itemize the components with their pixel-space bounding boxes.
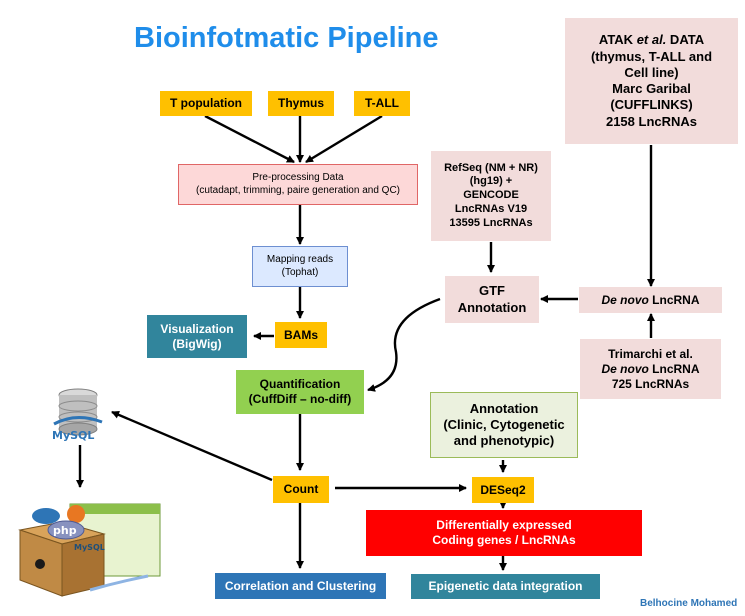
annotation-clinic-l3: and phenotypic) bbox=[453, 433, 555, 449]
atak-l3: Cell line) bbox=[624, 64, 679, 80]
gtf-l2: Annotation bbox=[457, 299, 527, 315]
diff-expressed-box: Differentially expressed Coding genes / … bbox=[366, 510, 642, 556]
quantification-title: Quantification bbox=[259, 377, 341, 391]
mapping-box: Mapping reads (Tophat) bbox=[252, 246, 348, 287]
annotation-clinic-box: Annotation (Clinic, Cytogenetic and phen… bbox=[430, 392, 578, 458]
refseq-l5: 13595 LncRNAs bbox=[449, 216, 533, 229]
atak-l2: (thymus, T-ALL and bbox=[590, 48, 713, 64]
atak-data-box: ATAK et al. DATA (thymus, T-ALL and Cell… bbox=[565, 18, 738, 144]
quantification-detail: (CuffDiff – no-diff) bbox=[248, 392, 352, 406]
visualization-title: Visualization bbox=[160, 321, 234, 336]
trimarchi-box: Trimarchi et al. De novo LncRNA 725 LncR… bbox=[580, 339, 721, 399]
gtf-l1: GTF bbox=[479, 283, 505, 299]
trimarchi-l3: 725 LncRNAs bbox=[611, 376, 690, 391]
quantification-box: Quantification (CuffDiff – no-diff) bbox=[236, 370, 364, 414]
bams-box: BAMs bbox=[275, 322, 327, 348]
page-title: Bioinfotmatic Pipeline bbox=[134, 22, 439, 54]
denovo-lncrna-box: De novo LncRNA bbox=[579, 287, 722, 313]
atak-l6: 2158 LncRNAs bbox=[605, 113, 698, 129]
mysql-database-icon: MySQL bbox=[52, 388, 103, 442]
php-label: php bbox=[53, 524, 77, 537]
arrow-tall-pre bbox=[305, 114, 383, 164]
mapping-title: Mapping reads bbox=[266, 254, 334, 265]
preprocessing-title: Pre-processing Data bbox=[252, 172, 344, 183]
correlation-box: Correlation and Clustering bbox=[215, 573, 386, 599]
visualization-box: Visualization (BigWig) bbox=[147, 315, 247, 358]
input-t-all: T-ALL bbox=[354, 91, 410, 116]
atak-l4: Marc Garibal bbox=[612, 81, 691, 96]
annotation-clinic-l2: (Clinic, Cytogenetic bbox=[443, 416, 565, 432]
annotation-clinic-l1: Annotation bbox=[469, 400, 539, 416]
gtf-annotation-box: GTF Annotation bbox=[445, 276, 539, 323]
arrow-tpop-pre bbox=[204, 114, 295, 164]
trimarchi-l1: Trimarchi et al. bbox=[608, 346, 693, 361]
arrow-gtf-quant bbox=[367, 297, 441, 392]
refseq-l4: LncRNAs V19 bbox=[454, 202, 528, 215]
refseq-l2: (hg19) + bbox=[469, 175, 513, 188]
mysql-label: MySQL bbox=[52, 429, 94, 442]
preprocessing-box: Pre-processing Data (cutadapt, trimming,… bbox=[178, 164, 418, 205]
count-box: Count bbox=[273, 476, 329, 503]
box-mysql-label: MySQL bbox=[74, 543, 105, 552]
input-thymus: Thymus bbox=[268, 91, 334, 116]
epigenetic-box: Epigenetic data integration bbox=[411, 574, 600, 599]
diff-expressed-l1: Differentially expressed bbox=[436, 518, 572, 532]
deseq2-box: DESeq2 bbox=[472, 477, 534, 503]
author-credit: Belhocine Mohamed bbox=[640, 598, 738, 609]
diff-expressed-l2: Coding genes / LncRNAs bbox=[432, 533, 576, 547]
atak-l5: (CUFFLINKS) bbox=[610, 97, 693, 113]
visualization-detail: (BigWig) bbox=[172, 336, 222, 351]
refseq-l1: RefSeq (NM + NR) bbox=[444, 161, 538, 174]
php-mysql-box-icon: php MySQL bbox=[18, 503, 161, 597]
preprocessing-detail: (cutadapt, trimming, paire generation an… bbox=[196, 184, 400, 196]
trimarchi-l2: De novo LncRNA bbox=[601, 361, 700, 376]
input-t-population: T population bbox=[160, 91, 252, 116]
arrow-count-mysql bbox=[111, 410, 273, 482]
mapping-detail: (Tophat) bbox=[281, 266, 319, 278]
refseq-box: RefSeq (NM + NR) (hg19) + GENCODE LncRNA… bbox=[431, 151, 551, 241]
refseq-l3: GENCODE bbox=[463, 189, 519, 202]
atak-l1: ATAK et al. DATA bbox=[598, 32, 705, 48]
